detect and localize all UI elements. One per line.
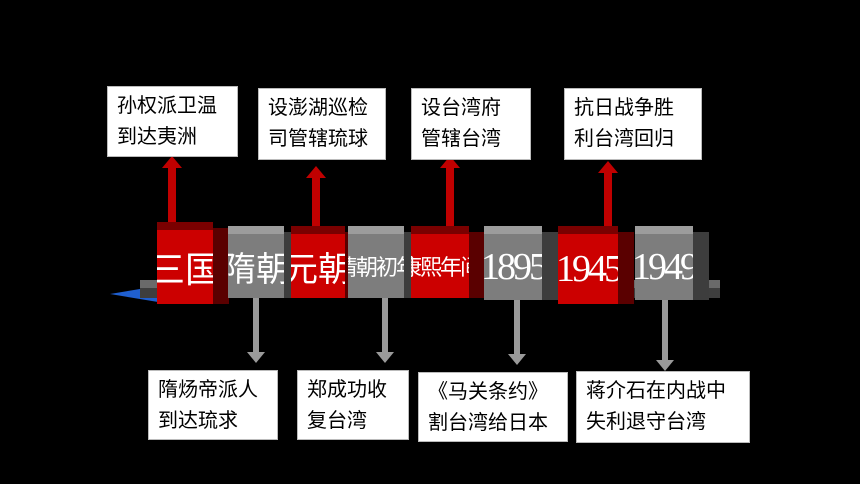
- event-callout-1895: 《马关条约》 割台湾给日本: [418, 372, 568, 442]
- period-label: 1895: [484, 234, 542, 300]
- event-line: 郑成功收: [307, 377, 387, 401]
- event-line: 《马关条约》: [428, 379, 548, 403]
- event-callout-sui: 隋炀帝派人 到达琉求: [148, 370, 278, 440]
- arrow-down-1895: [508, 292, 526, 365]
- event-line: 司管辖琉球: [268, 126, 368, 150]
- event-line: 复台湾: [307, 408, 367, 432]
- event-callout-1949: 蒋介石在内战中 失利退守台湾: [576, 371, 750, 443]
- arrow-down-1949: [656, 292, 674, 371]
- event-line: 到达夷洲: [117, 124, 197, 148]
- event-callout-1945: 抗日战争胜 利台湾回归: [564, 88, 702, 160]
- event-callout-kangxi: 设台湾府 管辖台湾: [411, 88, 531, 160]
- arrow-down-sui: [247, 292, 265, 363]
- event-line: 设澎湖巡检: [268, 95, 368, 119]
- event-line: 隋炀帝派人: [158, 377, 258, 401]
- arrow-down-qing: [376, 292, 394, 363]
- period-label: 1949: [635, 234, 693, 300]
- event-callout-sanguo: 孙权派卫温 到达夷洲: [107, 86, 238, 157]
- arrow-up-kangxi: [440, 156, 460, 230]
- event-line: 抗日战争胜: [574, 95, 674, 119]
- event-line: 失利退守台湾: [586, 409, 706, 433]
- event-callout-yuan: 设澎湖巡检 司管辖琉球: [258, 88, 386, 160]
- event-line: 管辖台湾: [421, 126, 501, 150]
- arrow-up-sanguo: [162, 156, 182, 228]
- event-line: 蒋介石在内战中: [586, 378, 726, 402]
- event-line: 孙权派卫温: [117, 93, 217, 117]
- period-label: 1945: [558, 234, 618, 304]
- period-label: 清朝初年: [348, 234, 404, 298]
- arrow-up-1945: [598, 161, 618, 230]
- period-label: 元朝: [291, 234, 345, 298]
- event-line: 割台湾给日本: [428, 410, 548, 434]
- arrow-up-yuan: [306, 166, 326, 228]
- event-callout-qing: 郑成功收 复台湾: [297, 370, 409, 440]
- event-line: 到达琉求: [158, 408, 238, 432]
- event-line: 设台湾府: [421, 95, 501, 119]
- event-line: 利台湾回归: [574, 126, 674, 150]
- period-label: 隋朝: [228, 234, 284, 298]
- period-label: 三国: [157, 230, 213, 304]
- period-label: 康熙年间: [411, 234, 469, 298]
